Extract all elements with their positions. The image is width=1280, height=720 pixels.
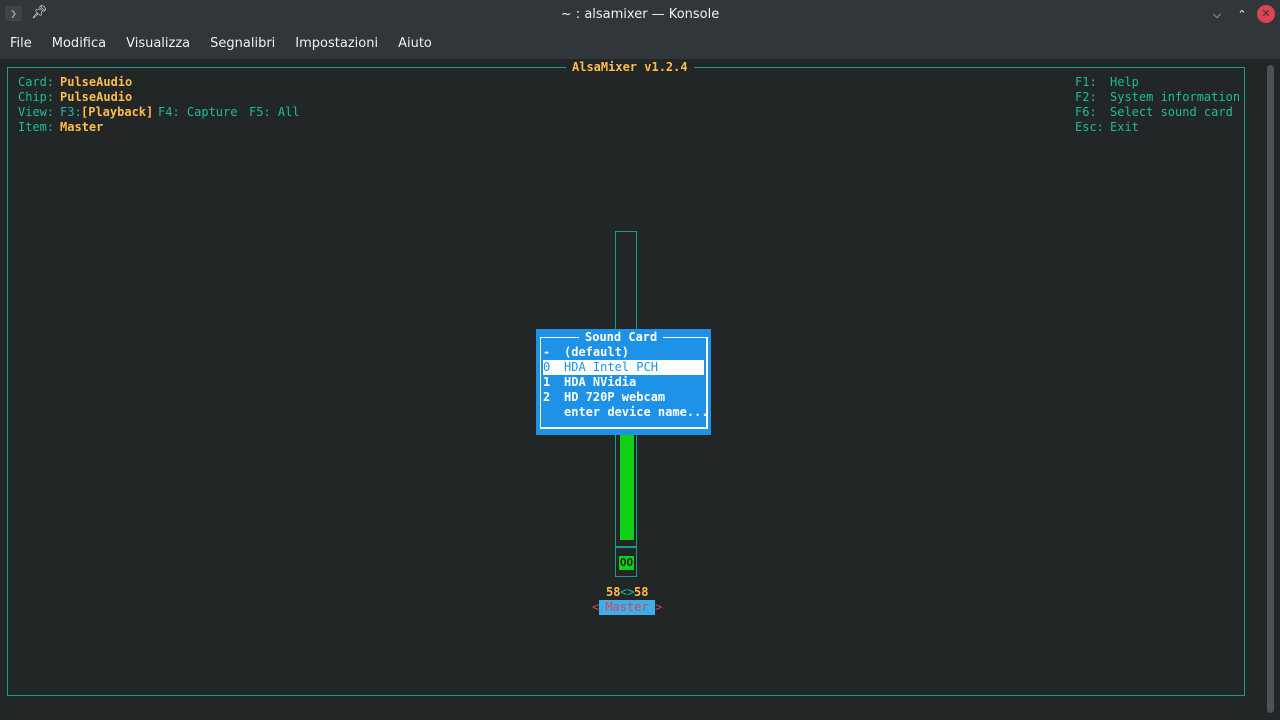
option-key: 0 <box>543 360 551 374</box>
help-label-esc: Exit <box>1110 120 1139 134</box>
volume-link-arrows: <> <box>620 585 635 599</box>
volume-left-value: 58 <box>606 585 621 599</box>
maximize-button[interactable]: ⌃ <box>1237 8 1247 21</box>
option-label: enter device name... <box>564 405 709 419</box>
option-label: (default) <box>564 345 630 359</box>
menu-modifica[interactable]: Modifica <box>51 36 107 51</box>
channel-name-master[interactable]: Master <box>599 600 655 615</box>
card-label: Card: <box>18 75 55 89</box>
sound-card-option-hda-nvidia[interactable]: 1 HDA NVidia <box>543 375 704 390</box>
help-key-f6: F6: <box>1075 105 1097 119</box>
menu-segnalibri[interactable]: Segnalibri <box>210 36 276 51</box>
chip-label: Chip: <box>18 90 55 104</box>
volume-right-value: 58 <box>634 585 649 599</box>
option-key: 1 <box>543 375 551 389</box>
view-playback: [Playback] <box>81 105 154 119</box>
help-key-f2: F2: <box>1075 90 1097 104</box>
item-value: Master <box>60 120 104 134</box>
help-label-f1: Help <box>1110 75 1139 89</box>
option-label: HDA NVidia <box>564 375 637 389</box>
sound-card-option-hd-720p-webcam[interactable]: 2 HD 720P webcam <box>543 390 704 405</box>
sound-card-dialog <box>536 329 711 435</box>
view-f3-key: F3: <box>60 105 82 119</box>
option-key: - <box>543 345 551 359</box>
minimize-button[interactable]: ⌵ <box>1212 8 1222 21</box>
help-key-esc: Esc: <box>1075 120 1104 134</box>
sound-card-option-enter-device-name[interactable]: enter device name... <box>543 405 709 420</box>
menu-aiuto[interactable]: Aiuto <box>398 36 432 51</box>
menu-bar: File Modifica Visualizza Segnalibri Impo… <box>0 29 1280 59</box>
scrollbar-thumb[interactable] <box>1267 65 1274 713</box>
option-label: HD 720P webcam <box>564 390 666 404</box>
channel-left-arrow: < <box>592 600 600 614</box>
pin-icon[interactable]: 📌︎ <box>31 5 48 20</box>
view-label: View: <box>18 105 55 119</box>
channel-right-arrow: > <box>655 600 663 614</box>
sound-card-option-hda-intel-pch[interactable]: 0 HDA Intel PCH <box>543 360 704 375</box>
view-capture: F4: Capture <box>158 105 238 119</box>
option-label: HDA Intel PCH <box>564 360 658 374</box>
sound-card-dialog-title: Sound Card <box>579 330 664 345</box>
master-mute-label: OO <box>619 556 634 570</box>
help-key-f1: F1: <box>1075 75 1097 89</box>
option-key: 2 <box>543 390 551 404</box>
alsamixer-title: AlsaMixer v1.2.4 <box>566 60 694 75</box>
card-value: PulseAudio <box>60 75 133 89</box>
menu-file[interactable]: File <box>10 36 32 51</box>
sound-card-option-default[interactable]: -(default) <box>543 345 704 360</box>
menu-visualizza[interactable]: Visualizza <box>126 36 191 51</box>
window-titlebar: ❯ 📌︎ ~ : alsamixer — Konsole ⌵ ⌃ ✕ <box>0 0 1280 29</box>
master-mute-toggle[interactable] <box>615 547 637 577</box>
help-label-f2: System information <box>1110 90 1241 104</box>
view-all: F5: All <box>249 105 300 119</box>
terminal-icon[interactable]: ❯ <box>5 6 22 21</box>
menu-impostazioni[interactable]: Impostazioni <box>295 36 379 51</box>
window-title: ~ : alsamixer — Konsole <box>560 7 720 22</box>
chip-value: PulseAudio <box>60 90 133 104</box>
close-button[interactable]: ✕ <box>1257 5 1275 23</box>
item-label: Item: <box>18 120 55 134</box>
help-label-f6: Select sound card <box>1110 105 1233 119</box>
